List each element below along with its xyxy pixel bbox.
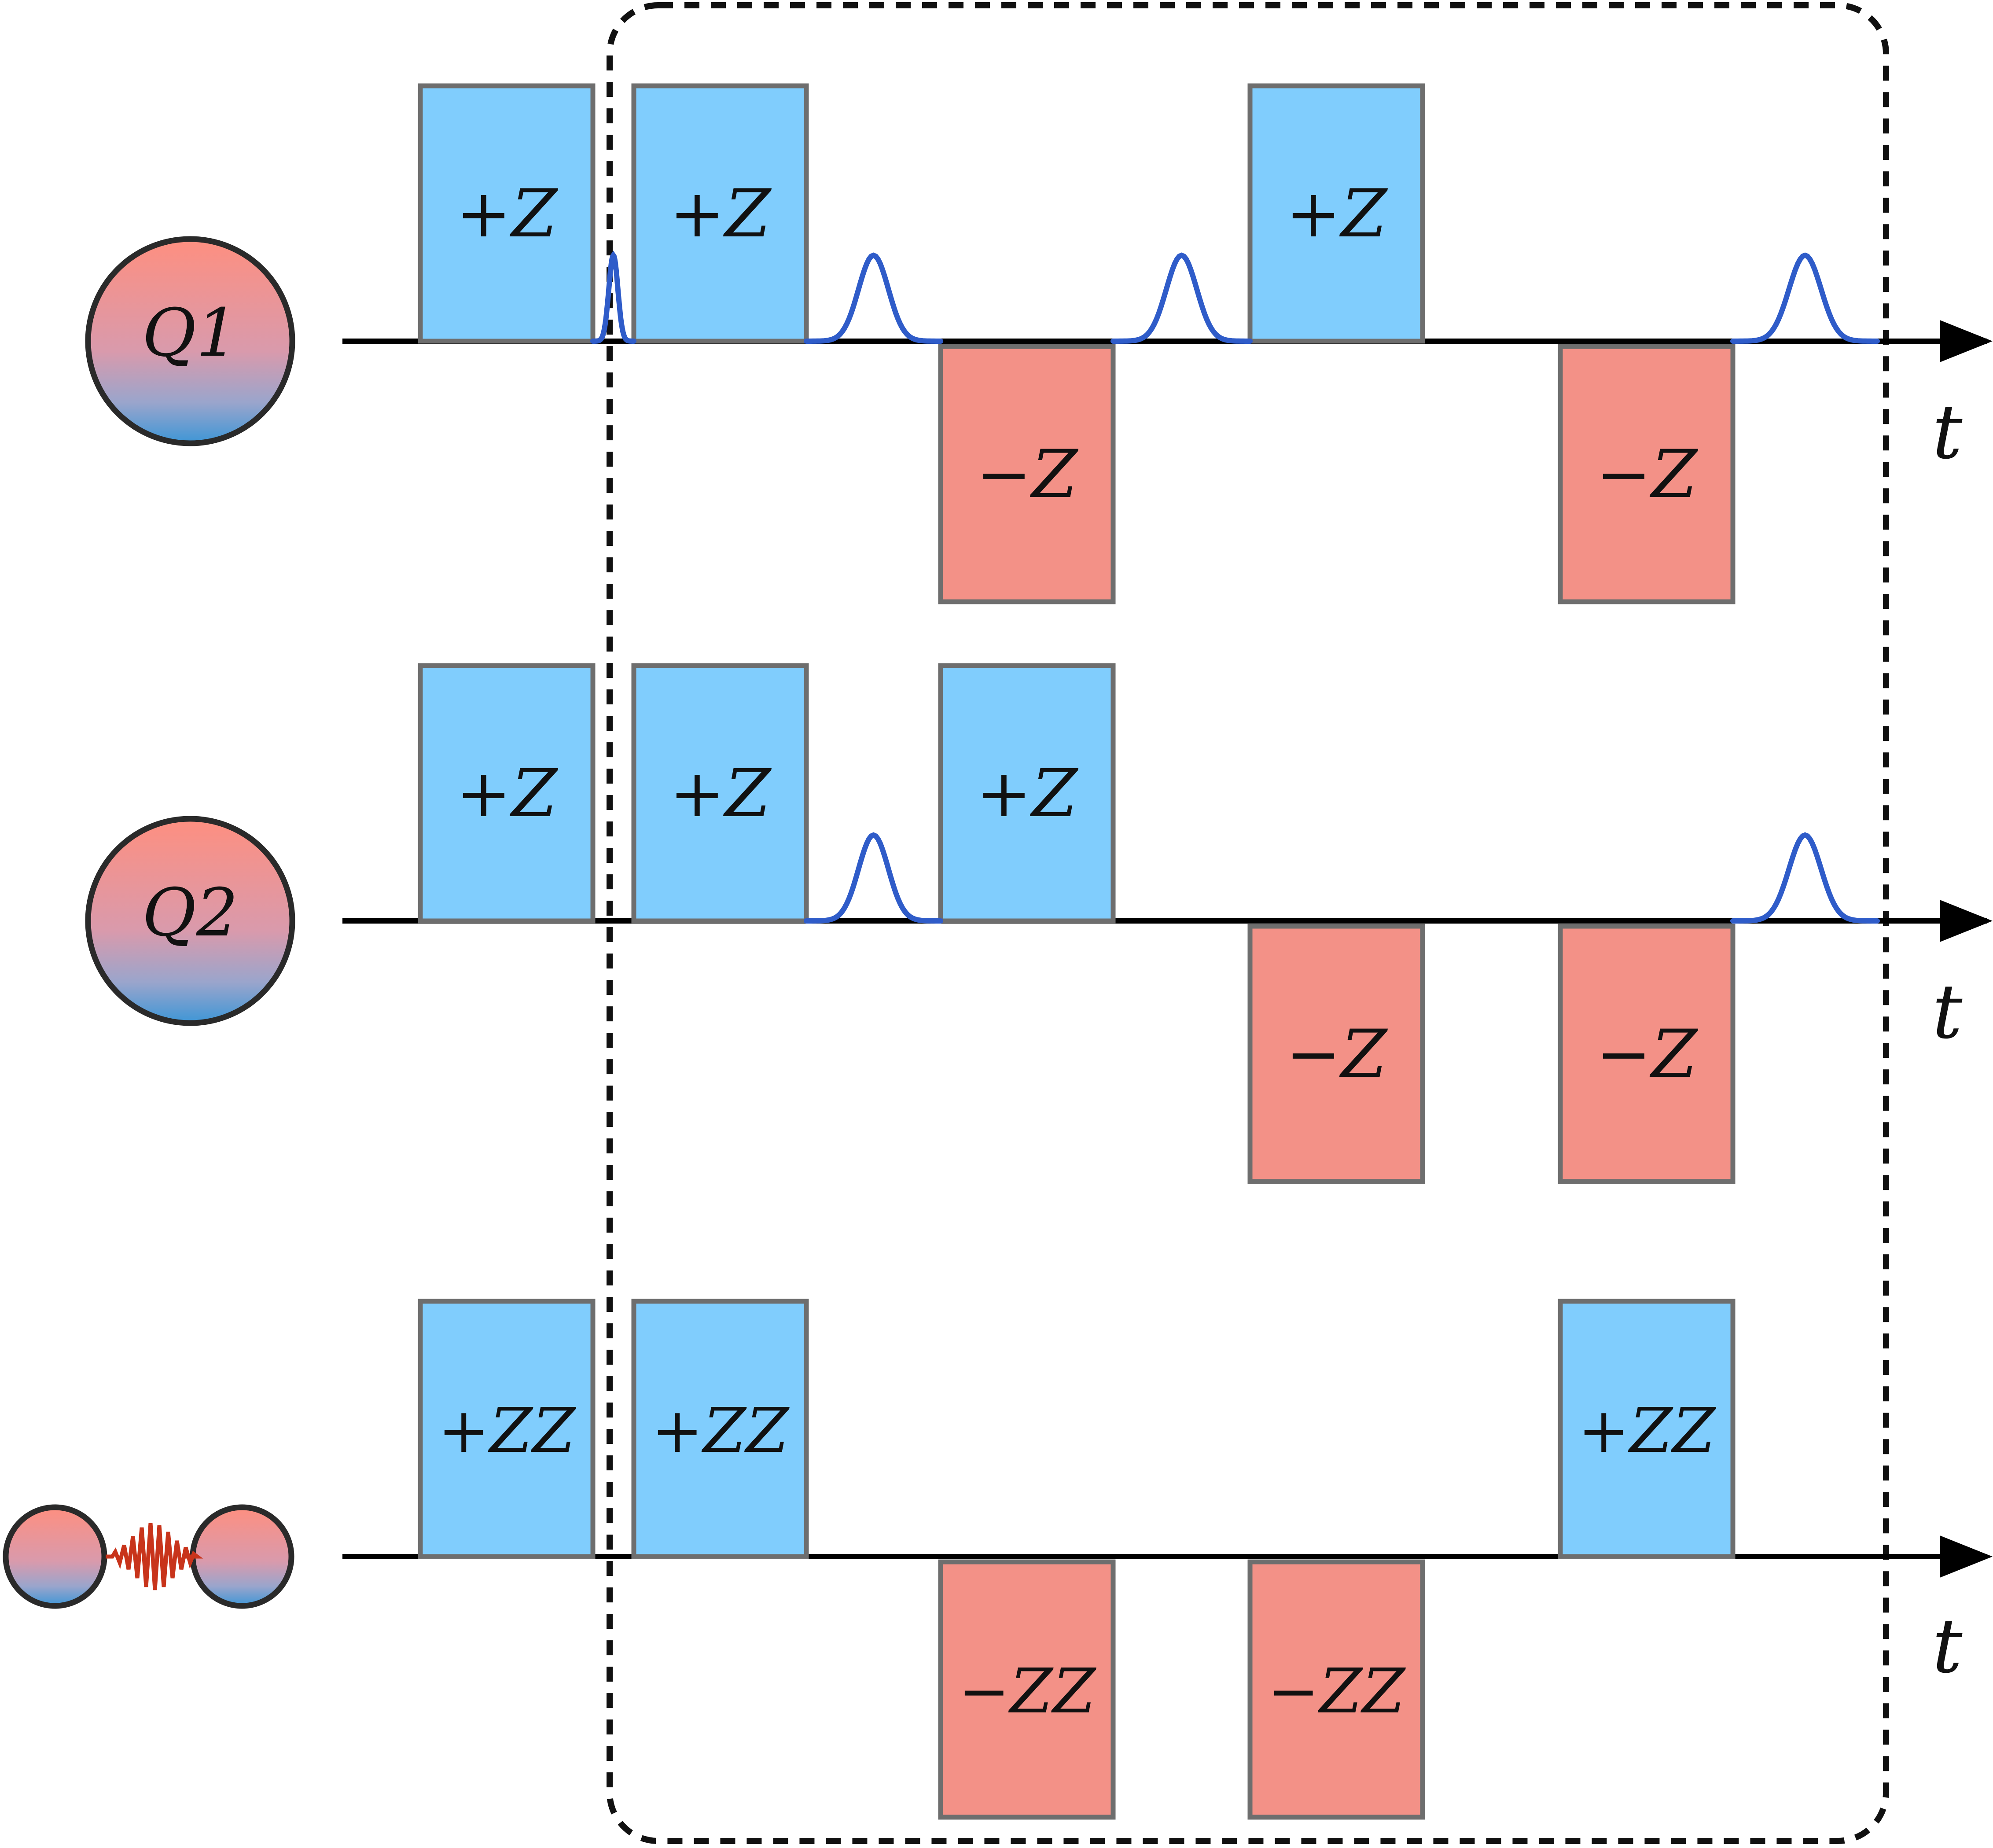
pulse-label: +Z: [976, 755, 1079, 832]
pulse-label: +ZZ: [651, 1395, 790, 1467]
positive-pulse-box: [631, 663, 809, 924]
qubit-q2: Q2: [85, 816, 295, 1026]
pulse-label: −Z: [1286, 1016, 1388, 1093]
positive-pulse-box: [631, 1299, 809, 1559]
gaussian-pulse: [1730, 252, 1880, 344]
qubit-q2-label: Q2: [142, 875, 238, 951]
pulse-label: +ZZ: [1578, 1395, 1717, 1467]
negative-pulse-box: [938, 1559, 1116, 1820]
pulse-track-q2: +Z +Z +Z −Z −Z: [418, 663, 1880, 1184]
pulse-label: −ZZ: [958, 1656, 1097, 1727]
negative-pulse-box: [1247, 1559, 1425, 1820]
pulse-label: −Z: [976, 436, 1079, 513]
pulse-label: −ZZ: [1268, 1656, 1406, 1727]
gaussian-pulse: [590, 250, 636, 344]
pulse-label: −Z: [1596, 1016, 1699, 1093]
negative-pulse-box: [1558, 924, 1736, 1184]
positive-pulse-box: [1558, 1299, 1736, 1559]
pulse-track-coupling: +ZZ +ZZ −ZZ −ZZ +ZZ: [418, 1299, 1736, 1820]
row-q1: Q1 t +Z +Z −Z +Z −Z: [85, 83, 1993, 604]
positive-pulse-box: [418, 83, 596, 344]
positive-pulse-box: [631, 83, 809, 344]
pulse-label: +ZZ: [438, 1395, 577, 1467]
pulse-label: +Z: [1286, 176, 1388, 252]
gaussian-pulse: [1730, 832, 1880, 924]
pulse-label: +Z: [456, 176, 559, 252]
pulse-label: +Z: [669, 755, 772, 832]
positive-pulse-box: [938, 663, 1116, 924]
pulse-label: +Z: [456, 755, 559, 832]
pulse-label: +Z: [669, 176, 772, 252]
qubit-q1-label: Q1: [142, 295, 238, 372]
positive-pulse-box: [1247, 83, 1425, 344]
time-axis-label-coupling: t: [1932, 1603, 1963, 1690]
pulse-label: −Z: [1596, 436, 1699, 513]
negative-pulse-box: [1558, 344, 1736, 604]
positive-pulse-box: [418, 663, 596, 924]
positive-pulse-box: [418, 1299, 596, 1559]
coupler-wave: [106, 1523, 203, 1590]
time-axis-label-q1: t: [1932, 389, 1963, 476]
pulse-track-q1: +Z +Z −Z +Z −Z: [418, 83, 1880, 604]
coupled-qubits-icon: [3, 1504, 294, 1609]
gaussian-pulse: [804, 252, 943, 344]
gaussian-pulse: [1110, 252, 1253, 344]
qubit-q1: Q1: [85, 236, 295, 446]
gaussian-pulse: [804, 832, 943, 924]
time-axis-label-q2: t: [1932, 968, 1963, 1056]
negative-pulse-box: [1247, 924, 1425, 1184]
negative-pulse-box: [938, 344, 1116, 604]
row-coupling: t +ZZ +ZZ −ZZ −ZZ +ZZ: [3, 1299, 1993, 1820]
row-q2: Q2 t +Z +Z +Z −Z −Z: [85, 663, 1993, 1184]
